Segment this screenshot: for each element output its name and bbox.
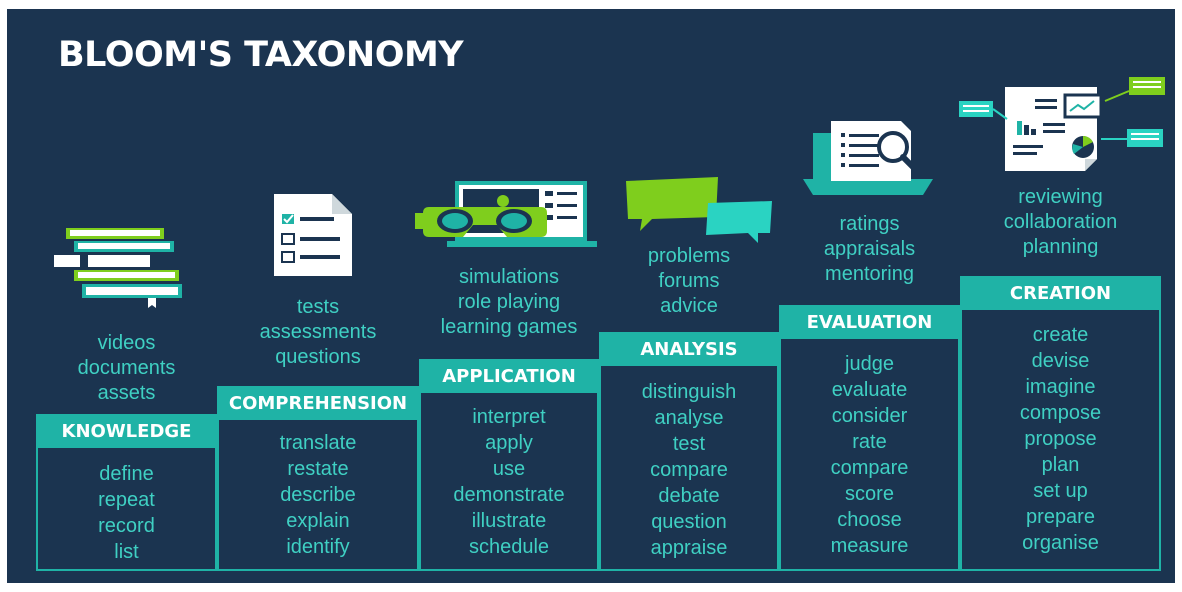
resource: tests xyxy=(296,296,340,318)
resources-analysis: problems forums advice xyxy=(599,244,779,319)
vr-headset-icon xyxy=(415,181,597,247)
resource: assets xyxy=(97,382,156,404)
verb: describe xyxy=(280,484,356,506)
resource: simulations xyxy=(458,266,560,288)
verb: measure xyxy=(830,535,909,557)
step-application-header: APPLICATION xyxy=(419,359,599,393)
resource: problems xyxy=(647,245,731,267)
resource: collaboration xyxy=(1003,211,1118,233)
step-analysis-header: ANALYSIS xyxy=(599,332,779,366)
verb: evaluate xyxy=(831,379,908,401)
verb: schedule xyxy=(468,536,550,558)
resource: learning games xyxy=(440,316,578,338)
verb: restate xyxy=(287,458,349,480)
magnifier-document-icon xyxy=(803,121,933,195)
resource: videos xyxy=(97,332,156,354)
step-knowledge-box xyxy=(36,448,217,571)
resources-evaluation: ratings appraisals mentoring xyxy=(779,212,960,287)
step-knowledge-header: KNOWLEDGE xyxy=(36,414,217,448)
books-icon xyxy=(54,228,182,308)
verb: create xyxy=(1032,324,1089,346)
verb: appraise xyxy=(650,537,728,559)
verb: explain xyxy=(286,510,350,532)
step-application-verbs: interpret apply use demonstrate illustra… xyxy=(419,404,599,560)
resource: reviewing xyxy=(1018,186,1103,208)
verb: distinguish xyxy=(641,381,737,403)
step-evaluation: EVALUATION judge evaluate consider rate … xyxy=(779,305,960,571)
step-application: APPLICATION interpret apply use demonstr… xyxy=(419,359,599,571)
resource: advice xyxy=(660,295,718,317)
taxonomy-canvas: BLOOM'S TAXONOMY KNOWLEDGE define repeat… xyxy=(7,9,1175,583)
step-analysis-verbs: distinguish analyse test compare debate … xyxy=(599,379,779,561)
step-evaluation-box xyxy=(779,339,960,571)
verb: devise xyxy=(1031,350,1090,372)
resource: questions xyxy=(275,346,361,368)
resource: forums xyxy=(658,270,720,292)
step-creation: CREATION create devise imagine compose p… xyxy=(960,276,1161,571)
verb: record xyxy=(98,515,155,537)
verb: illustrate xyxy=(471,510,547,532)
step-evaluation-verbs: judge evaluate consider rate compare sco… xyxy=(779,351,960,559)
step-comprehension: COMPREHENSION translate restate describe… xyxy=(217,386,419,571)
step-creation-verbs: create devise imagine compose propose pl… xyxy=(960,322,1161,556)
verb: demonstrate xyxy=(453,484,565,506)
step-analysis-box xyxy=(599,366,779,571)
step-application-box xyxy=(419,393,599,571)
verb: consider xyxy=(831,405,908,427)
resource: assessments xyxy=(259,321,377,343)
resource: mentoring xyxy=(825,263,914,285)
verb: compare xyxy=(650,459,728,481)
step-analysis: ANALYSIS distinguish analyse test compar… xyxy=(599,332,779,571)
report-planning-icon xyxy=(959,77,1165,171)
resource: ratings xyxy=(839,213,900,235)
verb: imagine xyxy=(1025,376,1096,398)
step-creation-header: CREATION xyxy=(960,276,1161,310)
verb: question xyxy=(651,511,727,533)
resource: documents xyxy=(77,357,176,379)
step-knowledge: KNOWLEDGE define repeat record list xyxy=(36,414,217,571)
verb: identify xyxy=(286,536,350,558)
verb: translate xyxy=(279,432,357,454)
resources-creation: reviewing collaboration planning xyxy=(960,185,1161,260)
speech-bubbles-icon xyxy=(626,177,772,243)
verb: use xyxy=(492,458,526,480)
verb: rate xyxy=(852,431,887,453)
verb: plan xyxy=(1041,454,1080,476)
verb: organise xyxy=(1022,532,1099,554)
step-creation-box xyxy=(960,310,1161,571)
verb: test xyxy=(672,433,706,455)
verb: compose xyxy=(1019,402,1102,424)
verb: propose xyxy=(1024,428,1097,450)
verb: analyse xyxy=(654,407,724,429)
verb: define xyxy=(99,463,154,485)
resource: planning xyxy=(1022,236,1099,258)
verb: debate xyxy=(658,485,720,507)
verb: score xyxy=(845,483,894,505)
step-knowledge-verbs: define repeat record list xyxy=(36,461,217,565)
verb: list xyxy=(114,541,139,563)
page-title: BLOOM'S TAXONOMY xyxy=(58,35,464,75)
resources-application: simulations role playing learning games xyxy=(407,265,611,340)
checklist-document-icon xyxy=(274,194,352,276)
verb: choose xyxy=(837,509,902,531)
verb: prepare xyxy=(1026,506,1095,528)
step-comprehension-header: COMPREHENSION xyxy=(217,386,419,420)
step-comprehension-verbs: translate restate describe explain ident… xyxy=(217,430,419,560)
resources-comprehension: tests assessments questions xyxy=(217,295,419,370)
resource: role playing xyxy=(457,291,561,313)
resource: appraisals xyxy=(823,238,916,260)
verb: compare xyxy=(830,457,909,479)
verb: repeat xyxy=(98,489,155,511)
verb: set up xyxy=(1033,480,1088,502)
verb: judge xyxy=(845,353,894,375)
step-comprehension-box xyxy=(217,420,419,571)
verb: apply xyxy=(485,432,533,454)
step-evaluation-header: EVALUATION xyxy=(779,305,960,339)
verb: interpret xyxy=(472,406,546,428)
resources-knowledge: videos documents assets xyxy=(36,331,217,406)
